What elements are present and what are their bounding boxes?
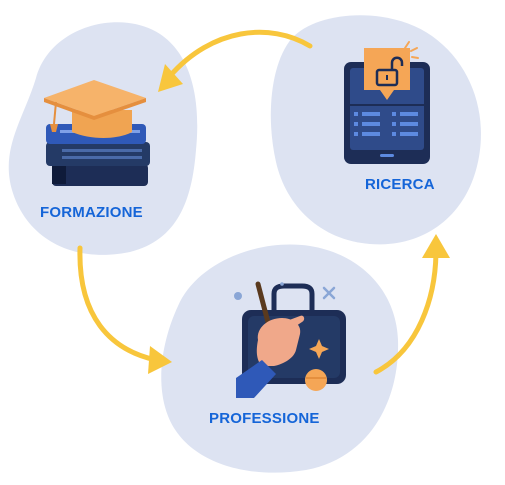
tablet-unlock-icon (344, 41, 430, 164)
arrow-ricerca-to-formazione (167, 29, 313, 79)
graduation-cap-books-icon (44, 80, 150, 186)
arrow-professione-to-ricerca (373, 247, 439, 375)
arrow-formazione-to-professione-head (148, 346, 172, 374)
professione-label: PROFESSIONE (209, 410, 320, 427)
ricerca-label: RICERCA (365, 176, 435, 193)
arrow-professione-to-ricerca-head (422, 234, 450, 258)
arrow-formazione-to-professione (77, 245, 159, 363)
cycle-arrows (77, 29, 450, 375)
formazione-label: FORMAZIONE (40, 204, 143, 221)
arrow-ricerca-to-formazione-head (158, 64, 183, 92)
briefcase-hand-wand-icon (234, 281, 346, 398)
